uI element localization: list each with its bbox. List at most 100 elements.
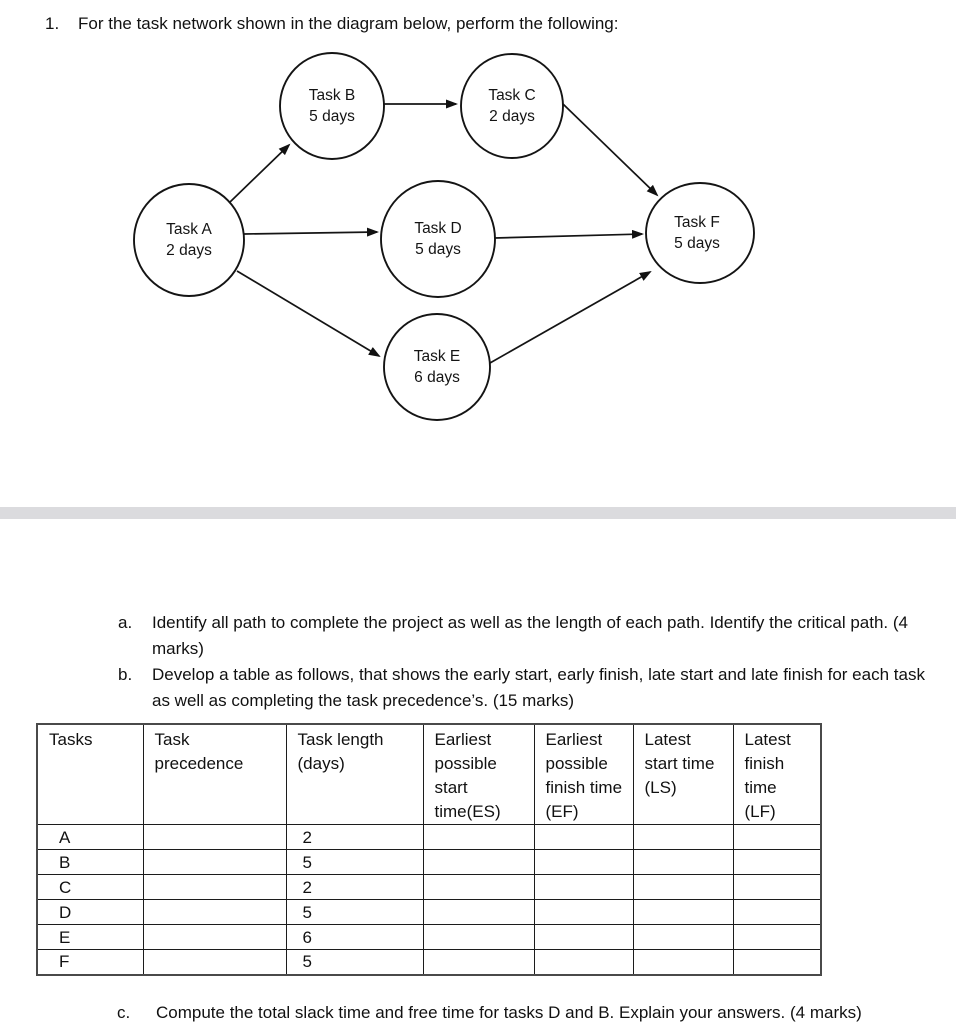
cell-ls bbox=[632, 874, 734, 900]
node-A-duration: 2 days bbox=[166, 242, 212, 259]
table-row: D 5 bbox=[36, 899, 822, 925]
table-header-row: Tasks Task precedence Task length (days)… bbox=[36, 723, 822, 825]
node-C-title: Task C bbox=[488, 87, 536, 104]
node-circle-B bbox=[279, 52, 385, 160]
node-label-E: Task E 6 days bbox=[414, 346, 461, 388]
subquestion-b: b. Develop a table as follows, that show… bbox=[118, 662, 942, 714]
node-D-duration: 5 days bbox=[415, 241, 461, 258]
table-row: B 5 bbox=[36, 849, 822, 875]
node-circle-E bbox=[383, 313, 491, 421]
cell-precedence bbox=[142, 899, 287, 925]
node-label-D: Task D 5 days bbox=[414, 218, 461, 260]
header-lf: Latest finish time (LF) bbox=[732, 723, 822, 825]
cell-ls bbox=[632, 924, 734, 950]
subquestion-a: a. Identify all path to complete the pro… bbox=[118, 610, 942, 662]
cell-length: 2 bbox=[285, 824, 424, 850]
node-F-duration: 5 days bbox=[674, 235, 720, 252]
header-es: Earliest possible start time(ES) bbox=[422, 723, 535, 825]
subquestion-list: a. Identify all path to complete the pro… bbox=[118, 610, 942, 714]
cell-precedence bbox=[142, 949, 287, 975]
cell-es bbox=[422, 949, 535, 975]
cell-lf bbox=[732, 849, 822, 875]
edge-C-F bbox=[562, 103, 659, 197]
cell-length: 6 bbox=[285, 924, 424, 950]
cell-lf bbox=[732, 949, 822, 975]
table-row: E 6 bbox=[36, 924, 822, 950]
cell-ef bbox=[533, 924, 634, 950]
cell-length: 5 bbox=[285, 899, 424, 925]
cell-ls bbox=[632, 949, 734, 975]
page-separator-band bbox=[0, 507, 956, 519]
edge-A-E bbox=[236, 270, 381, 358]
node-F-title: Task F bbox=[674, 214, 720, 231]
node-B-duration: 5 days bbox=[309, 108, 355, 125]
subquestion-c: c. Compute the total slack time and free… bbox=[117, 1000, 947, 1026]
diagram-edges bbox=[228, 99, 659, 364]
table-row: C 2 bbox=[36, 874, 822, 900]
edge-D-F bbox=[494, 229, 644, 239]
cell-ef bbox=[533, 849, 634, 875]
cell-lf bbox=[732, 899, 822, 925]
cell-ls bbox=[632, 899, 734, 925]
node-circle-C bbox=[460, 53, 564, 159]
edge-E-F bbox=[489, 271, 652, 364]
task-network-diagram bbox=[133, 52, 755, 421]
subquestion-b-marker: b. bbox=[118, 665, 133, 684]
cell-length: 5 bbox=[285, 849, 424, 875]
node-label-C: Task C 2 days bbox=[488, 85, 535, 127]
cell-precedence bbox=[142, 849, 287, 875]
cell-ef bbox=[533, 824, 634, 850]
cell-es bbox=[422, 899, 535, 925]
edge-A-D bbox=[243, 227, 379, 237]
node-E-title: Task E bbox=[413, 348, 461, 365]
cell-precedence bbox=[142, 824, 287, 850]
task-table: Tasks Task precedence Task length (days)… bbox=[36, 723, 822, 976]
cell-lf bbox=[732, 924, 822, 950]
cell-length: 5 bbox=[285, 949, 424, 975]
cell-ef bbox=[533, 899, 634, 925]
node-label-B: Task B 5 days bbox=[309, 85, 356, 127]
cell-task: B bbox=[36, 849, 144, 875]
node-label-F: Task F 5 days bbox=[674, 212, 720, 254]
subquestion-a-text: Identify all path to complete the projec… bbox=[152, 613, 908, 658]
cell-length: 2 bbox=[285, 874, 424, 900]
cell-es bbox=[422, 824, 535, 850]
subquestion-c-marker: c. bbox=[117, 1003, 131, 1022]
cell-task: C bbox=[36, 874, 144, 900]
header-tasks: Tasks bbox=[36, 723, 144, 825]
question-title: 1. For the task network shown in the dia… bbox=[45, 11, 925, 37]
edge-A-B bbox=[228, 143, 291, 204]
header-precedence: Task precedence bbox=[142, 723, 287, 825]
cell-lf bbox=[732, 824, 822, 850]
cell-precedence bbox=[142, 874, 287, 900]
diagram-nodes bbox=[133, 52, 755, 421]
cell-ls bbox=[632, 849, 734, 875]
cell-ls bbox=[632, 824, 734, 850]
cell-ef bbox=[533, 949, 634, 975]
cell-task: F bbox=[36, 949, 144, 975]
node-circle-D bbox=[380, 180, 496, 298]
header-ef: Earliest possible finish time (EF) bbox=[533, 723, 634, 825]
subquestion-a-marker: a. bbox=[118, 613, 133, 632]
cell-lf bbox=[732, 874, 822, 900]
cell-ef bbox=[533, 874, 634, 900]
node-D-title: Task D bbox=[414, 220, 462, 237]
table-row: A 2 bbox=[36, 824, 822, 850]
cell-task: A bbox=[36, 824, 144, 850]
node-A-title: Task A bbox=[166, 221, 212, 238]
node-circle-F bbox=[645, 182, 755, 284]
header-ls: Latest start time (LS) bbox=[632, 723, 734, 825]
cell-precedence bbox=[142, 924, 287, 950]
table-row: F 5 bbox=[36, 949, 822, 975]
question-text: For the task network shown in the diagra… bbox=[78, 14, 619, 33]
cell-task: E bbox=[36, 924, 144, 950]
cell-task: D bbox=[36, 899, 144, 925]
subquestion-c-text: Compute the total slack time and free ti… bbox=[156, 1003, 862, 1022]
subquestion-b-text: Develop a table as follows, that shows t… bbox=[152, 665, 925, 710]
header-length: Task length (days) bbox=[285, 723, 424, 825]
cell-es bbox=[422, 849, 535, 875]
question-number: 1. bbox=[45, 14, 60, 33]
cell-es bbox=[422, 924, 535, 950]
node-circle-A bbox=[133, 183, 245, 297]
node-B-title: Task B bbox=[308, 87, 356, 104]
